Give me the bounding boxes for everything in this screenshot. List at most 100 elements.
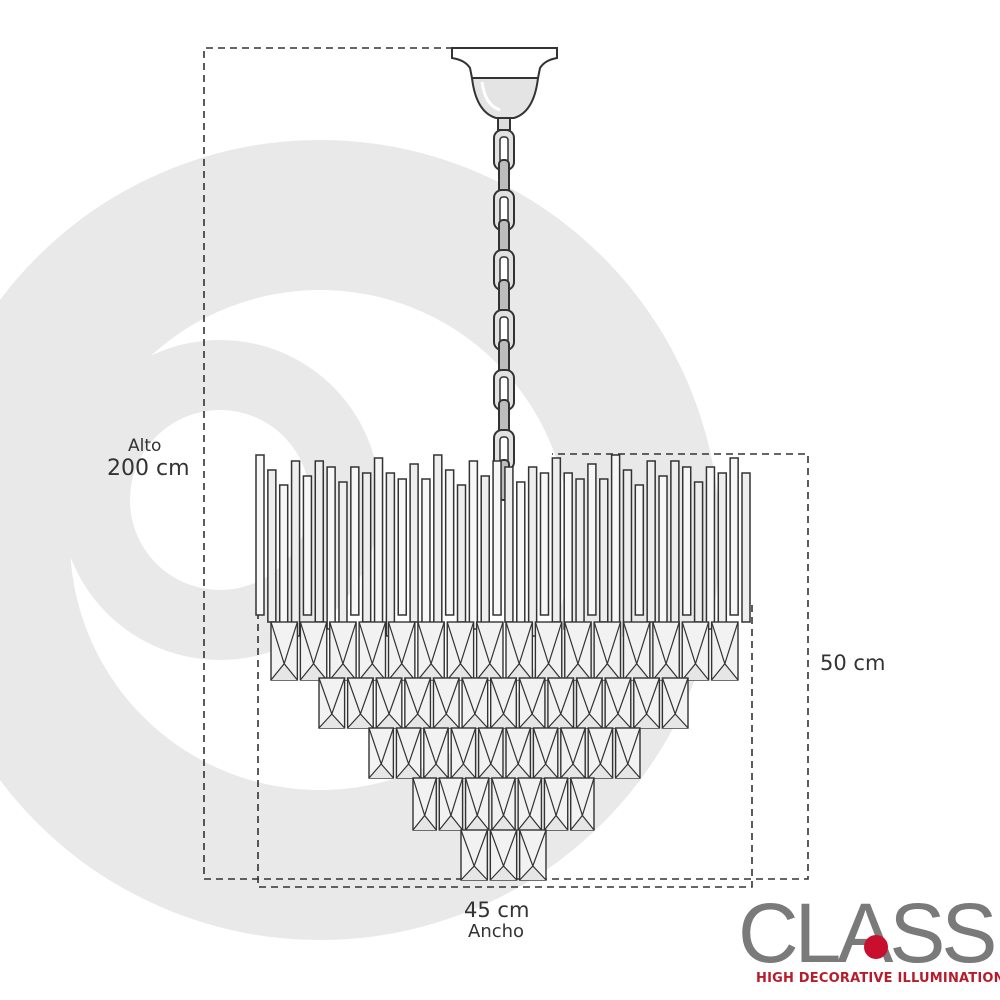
brand-logo: CLASS [738,886,998,980]
crystal-rod [456,484,467,623]
crystal-rod [539,472,550,616]
crystal-prism [570,777,595,831]
crystal-rod [433,454,443,637]
crystal-prism [375,677,403,729]
crystal-rod [409,463,419,623]
crystal-prism [450,727,477,779]
crystal-prism [534,621,563,681]
crystal-prism [652,621,680,681]
crystal-rod [658,475,668,630]
crystal-prism [475,621,504,681]
crystal-rod [361,472,372,623]
crystal-rod [397,478,407,616]
crystal-rod [468,460,479,630]
crystal-rod [492,460,502,616]
crystal-rod [480,475,490,637]
crystal-prism [346,677,374,729]
crystal-prism [358,621,387,681]
brand: HIGH DECORATIVE ILLUMINATION [736,886,1000,990]
crystal-prism [395,727,422,779]
crystal-rod [610,454,621,630]
crystal-rod [729,457,739,616]
crystal-prism [587,727,614,779]
crystal-prism [547,677,575,729]
chain [493,129,515,501]
crystal-rod [693,481,704,623]
crystal-prism [299,621,328,681]
crystal-rod [314,460,325,623]
crystal-prism [446,621,475,681]
crystal-prism [412,777,437,831]
ceiling-canopy [451,47,558,131]
crystal-prism [329,621,357,681]
crystal-rod [444,469,455,616]
crystal-rod [373,457,384,630]
crystal-prism [423,727,449,779]
crystal-rod [670,460,680,637]
crystal-rod [599,478,609,623]
crystal-rod [741,472,751,623]
crystal-rod [681,466,692,616]
crystal-rod [622,469,633,637]
crystal-rod [278,484,289,630]
width-caption: Ancho [468,921,525,942]
crystal-prism [543,777,569,831]
crystal-prisms [270,621,739,881]
crystal-rod [267,469,277,623]
crystal-rod [338,481,348,637]
crystal-rod [326,466,336,630]
crystal-rod [587,463,597,616]
crystal-prism [491,777,516,831]
crystal-prism [517,777,543,831]
crystal-rod [290,460,301,637]
crystal-rod [504,466,514,623]
crystal-prism [622,621,651,681]
crystal-prism [417,621,445,681]
crystal-rod [516,481,526,630]
crystal-rod [717,472,728,637]
crystal-prism [387,621,416,681]
brand-tagline: HIGH DECORATIVE ILLUMINATION [756,971,1000,986]
width-dimension-frame [257,600,753,888]
crystal-prism [710,621,739,681]
crystal-prism [505,621,534,681]
crystal-prism [604,677,632,729]
crystal-prism [532,727,559,779]
crystal-rod [575,478,585,637]
crystal-prism [518,829,547,881]
crystal-rod [646,460,656,623]
brand-logo-text: CLASS [738,886,994,980]
crystal-rod [527,466,538,637]
crystal-prism [432,677,460,729]
crystal-prism [404,677,432,729]
crystal-rod [421,478,431,630]
crystal-rod [255,454,265,616]
crystal-rod [634,484,645,616]
crystal-prism [270,621,299,681]
crystal-rod [350,466,360,616]
crystal-prism [564,621,592,681]
depth-value: 50 cm [820,651,886,675]
crystal-prism [593,621,622,681]
crystal-prism [560,727,586,779]
crystal-rod [551,457,562,623]
crystal-rod [705,466,716,630]
crystal-rod [302,475,313,616]
width-value: 45 cm [464,898,530,922]
brand-logo-dot [864,935,888,959]
crystal-prism [461,677,489,729]
crystal-prism [614,727,641,779]
crystal-prism [633,677,661,729]
crystal-prism [505,727,532,779]
crystal-prism [575,677,603,729]
crystal-rod [385,472,396,637]
crystal-prism [460,829,489,881]
crystal-prism [661,677,689,729]
crystal-prism [464,777,490,831]
height-value: 200 cm [107,456,190,481]
crystal-prism [489,829,518,881]
height-caption: Alto [128,436,162,456]
crystal-rod [563,472,573,630]
crystal-prism [438,777,464,831]
